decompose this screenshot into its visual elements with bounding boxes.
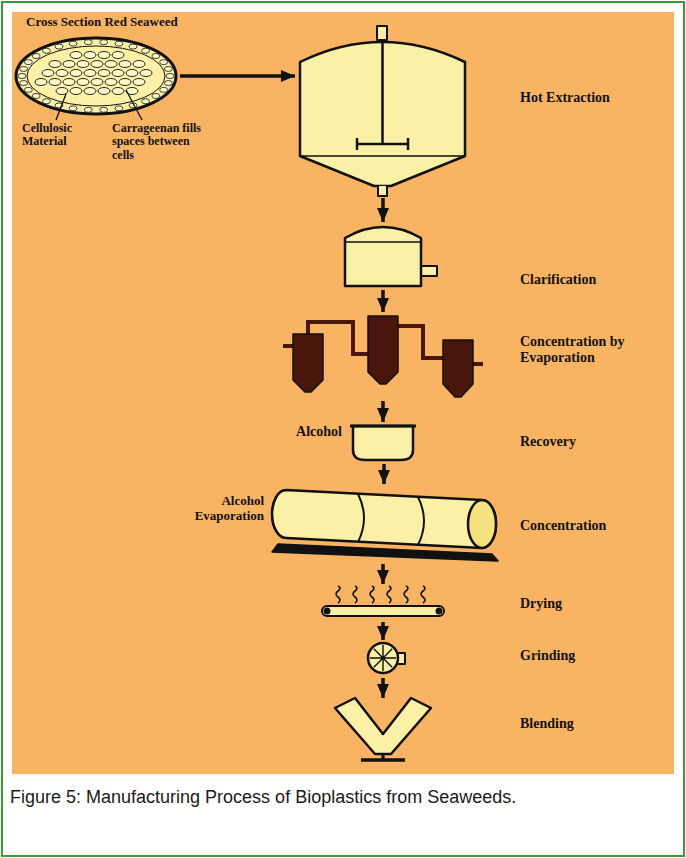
evaporator-train: Concentration by Evaporation bbox=[283, 312, 483, 399]
step-label: Concentration by Evaporation bbox=[520, 334, 660, 365]
grinder: Grinding bbox=[365, 640, 401, 676]
leader-line bbox=[56, 94, 66, 120]
recovery-vessel bbox=[353, 426, 413, 460]
agitator-paddle bbox=[357, 138, 408, 150]
grinding-wheel bbox=[368, 643, 398, 673]
input-label: Alcohol Evaporation bbox=[166, 494, 264, 523]
step-label: Blending bbox=[520, 716, 660, 732]
drum-divider bbox=[358, 494, 424, 545]
extraction-tank: Hot Extraction bbox=[295, 26, 470, 196]
extraction-tank-drawing bbox=[295, 26, 470, 196]
vessel-rim bbox=[350, 425, 416, 428]
flow-arrow bbox=[381, 290, 385, 312]
clarifier-outlet bbox=[421, 266, 437, 276]
grinder-drawing bbox=[365, 640, 401, 676]
tank-seam bbox=[300, 155, 465, 157]
step-label: Grinding bbox=[520, 648, 660, 664]
evaporator-tank bbox=[443, 340, 473, 397]
cell-texture bbox=[18, 40, 174, 113]
drum-end bbox=[468, 500, 496, 548]
drying-conveyor: Drying bbox=[318, 584, 448, 620]
flow-arrow bbox=[381, 678, 385, 698]
callout-label: Carrageenan fills spaces between cells bbox=[112, 122, 212, 162]
belt-roller bbox=[324, 608, 331, 615]
diagram-panel bbox=[12, 12, 674, 774]
wheel-spokes bbox=[370, 645, 396, 671]
seaweed-cross-section-drawing bbox=[14, 36, 178, 116]
evaporator-train-drawing bbox=[283, 312, 483, 399]
recovery-vessel: AlcoholRecovery bbox=[350, 422, 416, 462]
flow-arrow bbox=[381, 198, 385, 222]
figure-caption: Figure 5: Manufacturing Process of Biopl… bbox=[10, 786, 674, 809]
heat-waves bbox=[336, 586, 425, 603]
step-label: Concentration bbox=[520, 518, 660, 534]
agitator-shaft bbox=[381, 40, 384, 144]
evaporator-tank bbox=[368, 316, 398, 384]
v-blender-drawing bbox=[333, 698, 433, 762]
callout-label: Cellulosic Material bbox=[22, 122, 102, 149]
clarifier-vessel bbox=[345, 227, 421, 286]
clarifier-band bbox=[345, 241, 421, 243]
clarifier-drawing bbox=[343, 222, 423, 288]
step-label: Clarification bbox=[520, 272, 660, 288]
diagram-heading: Cross Section Red Seaweed bbox=[26, 15, 266, 30]
seaweed-cross-section: Cross Section Red SeaweedCellulosic Mate… bbox=[14, 36, 178, 116]
belt-roller bbox=[436, 608, 443, 615]
drum-end bbox=[272, 490, 286, 538]
flow-arrow bbox=[381, 622, 385, 640]
conveyor-belt bbox=[322, 606, 444, 616]
evaporation-drum: Alcohol EvaporationConcentration bbox=[268, 484, 500, 562]
tank-nozzle bbox=[377, 26, 387, 40]
evaporator-tank bbox=[293, 334, 323, 392]
flow-arrow bbox=[180, 74, 295, 78]
drying-conveyor-drawing bbox=[318, 584, 448, 620]
flow-arrow bbox=[381, 401, 385, 422]
blender-base bbox=[361, 758, 405, 762]
v-blender: Blending bbox=[333, 698, 433, 762]
seaweed-outline bbox=[16, 38, 176, 114]
step-label: Recovery bbox=[520, 434, 660, 450]
flow-arrow bbox=[382, 464, 386, 484]
leader-line bbox=[126, 90, 142, 120]
flow-arrow bbox=[381, 564, 385, 584]
tank-outlet bbox=[378, 186, 387, 196]
cortex-line bbox=[27, 46, 165, 106]
step-label: Drying bbox=[520, 596, 660, 612]
evaporation-drum bbox=[272, 490, 496, 548]
input-label: Alcohol bbox=[262, 424, 342, 440]
clarifier: Clarification bbox=[343, 222, 423, 288]
recovery-vessel-drawing bbox=[350, 422, 416, 462]
step-label: Hot Extraction bbox=[520, 90, 660, 106]
evaporation-drum-drawing bbox=[268, 484, 500, 562]
v-blender bbox=[335, 698, 431, 754]
